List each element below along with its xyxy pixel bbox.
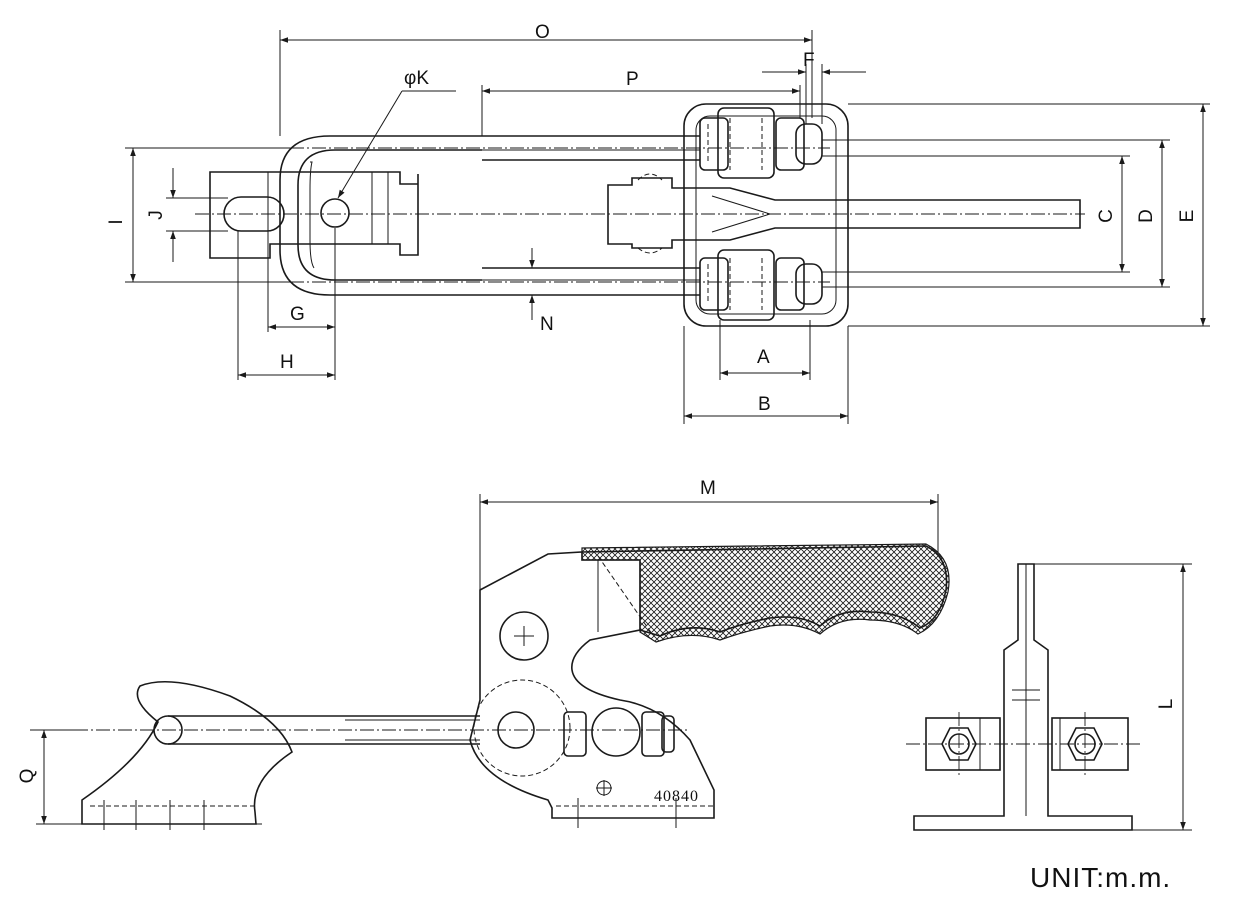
dim-label-n: N [540,314,554,335]
dim-label-b: B [758,394,771,415]
side-view: 40840 M Q [17,478,950,830]
dim-label-d: D [1136,209,1157,223]
end-view: L [906,563,1192,831]
dim-label-m: M [700,478,716,499]
pin-hole [320,198,350,228]
dim-label-a: A [757,347,770,368]
dim-label-j: J [146,210,167,220]
dim-label-f: F [803,50,815,71]
dim-label-o: O [535,22,550,43]
dim-label-i: I [106,219,127,224]
dim-label-h: H [280,352,294,373]
dim-label-c: C [1096,209,1117,223]
dim-label-e: E [1177,210,1198,223]
unit-note: UNIT:m.m. [1030,862,1172,893]
top-view: O P F φK I J G H [106,22,1210,424]
dim-label-g: G [290,304,305,325]
dim-label-q: Q [17,769,38,784]
dim-label-p: P [626,69,639,90]
dim-label-l: L [1156,699,1177,710]
part-number: 40840 [654,788,699,805]
dim-label-k: φK [404,68,429,89]
